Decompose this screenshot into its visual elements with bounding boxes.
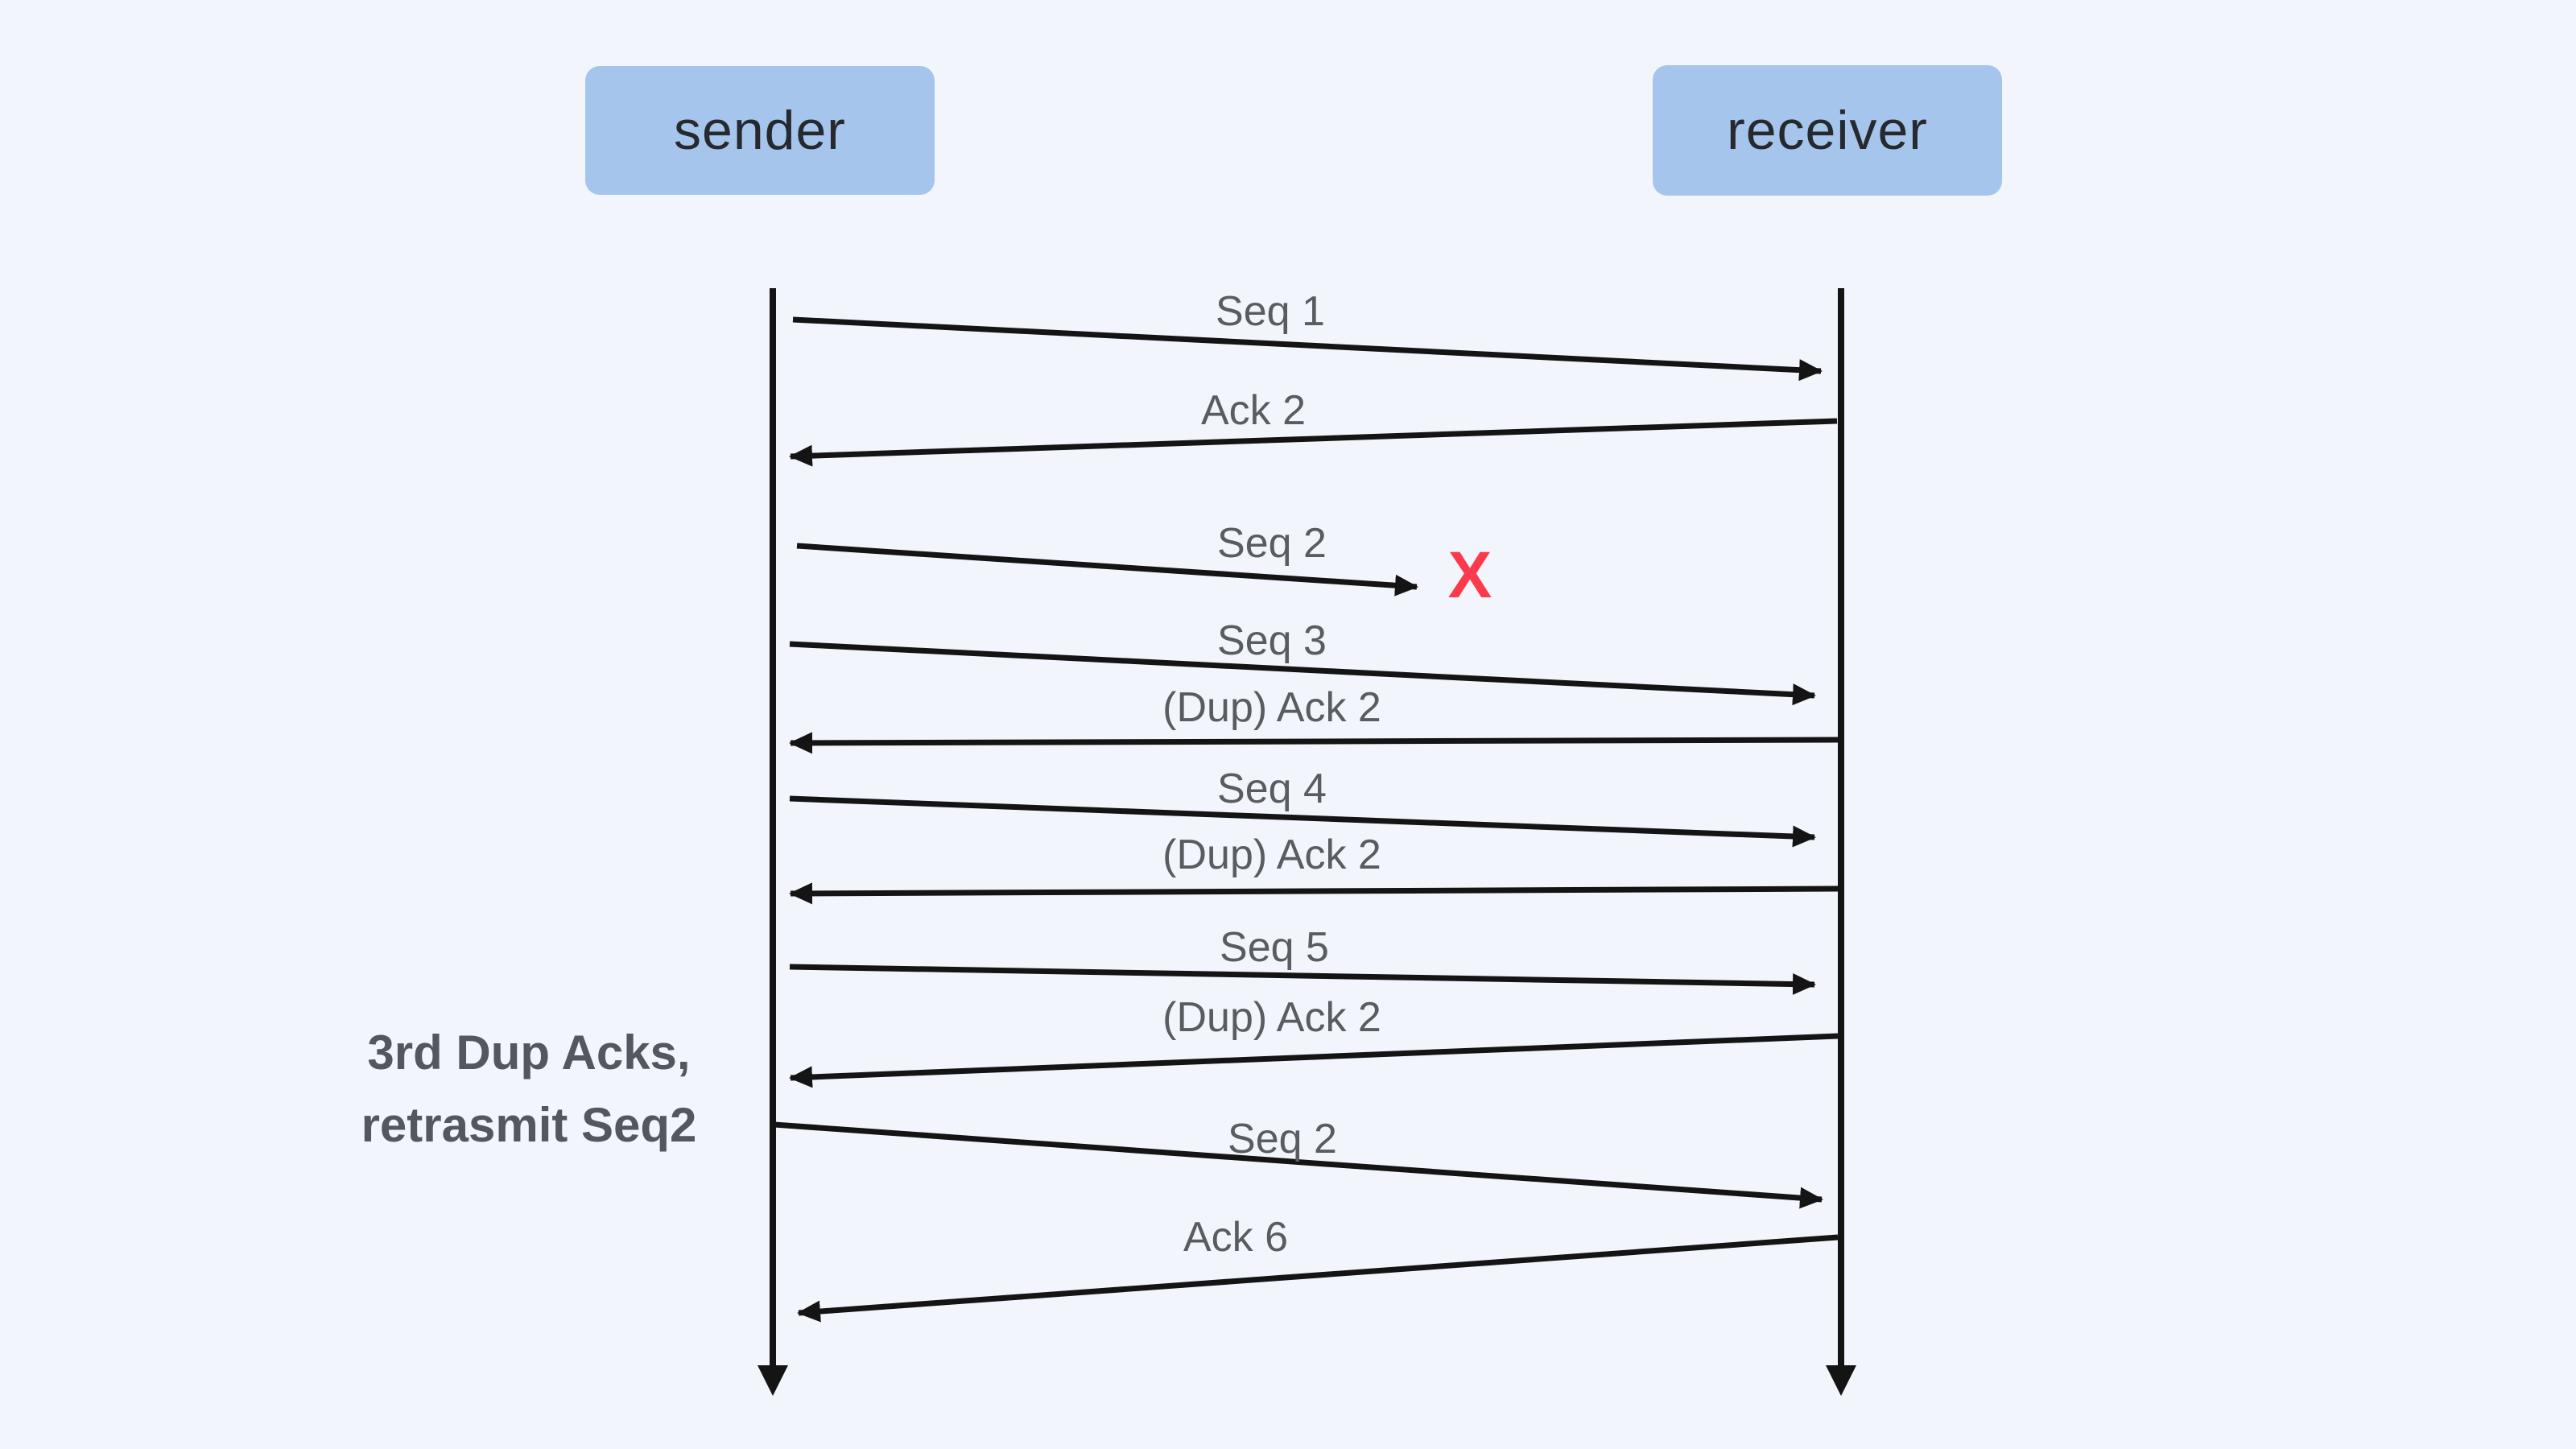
message-label-seq2-retransmit: Seq 2 xyxy=(1228,1116,1337,1162)
message-label-seq1: Seq 1 xyxy=(1216,288,1325,335)
arrow-ack2 xyxy=(789,418,1838,467)
annotation-line1: 3rd Dup Acks, xyxy=(367,1026,690,1080)
message-label-seq5: Seq 5 xyxy=(1220,924,1329,971)
message-label-seq3: Seq 3 xyxy=(1217,617,1327,664)
message-label-seq4: Seq 4 xyxy=(1217,766,1327,812)
arrow-seq1 xyxy=(792,316,1823,382)
message-label-seq2: Seq 2 xyxy=(1217,520,1327,567)
arrow-dup-ack2-1 xyxy=(789,732,1839,754)
sender-box: sender xyxy=(585,66,935,195)
message-label-ack2: Ack 2 xyxy=(1201,387,1306,434)
annotation-line2: retrasmit Seq2 xyxy=(361,1098,697,1152)
arrow-seq4 xyxy=(789,795,1816,848)
arrow-seq5 xyxy=(789,964,1816,996)
receiver-label: receiver xyxy=(1727,100,1928,161)
arrow-seq2-retransmit xyxy=(774,1121,1823,1209)
sender-label: sender xyxy=(674,100,846,161)
arrow-seq3 xyxy=(789,641,1816,706)
arrow-seq2-lost xyxy=(796,543,1418,597)
message-label-dup-ack2-2: (Dup) Ack 2 xyxy=(1162,832,1381,878)
arrow-dup-ack2-3 xyxy=(789,1033,1839,1088)
packet-loss-x-marker: X xyxy=(1448,539,1492,612)
message-label-ack6: Ack 6 xyxy=(1183,1214,1288,1261)
arrow-dup-ack2-2 xyxy=(789,882,1839,905)
arrow-ack6 xyxy=(797,1234,1839,1323)
receiver-box: receiver xyxy=(1653,65,2002,196)
message-label-dup-ack2-3: (Dup) Ack 2 xyxy=(1162,994,1381,1041)
message-label-dup-ack2-1: (Dup) Ack 2 xyxy=(1162,684,1381,731)
